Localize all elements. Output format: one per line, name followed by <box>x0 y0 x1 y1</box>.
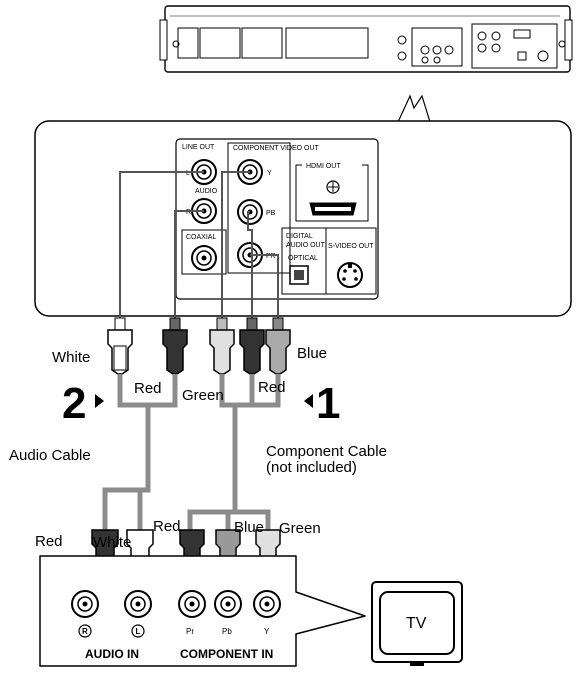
coaxial-label: COAXIAL <box>186 234 216 241</box>
dvd-player-rear <box>159 5 573 73</box>
not-included-label: (not included) <box>266 459 357 476</box>
plug-white-audio <box>107 317 133 375</box>
step-1-number: 1 <box>316 379 340 428</box>
green-video-tv-label: Green <box>279 520 321 537</box>
red-audio-cable-label: Red <box>134 380 162 397</box>
jack-y-label: Y <box>267 170 272 177</box>
tv-jack-y-label: Y <box>264 627 270 636</box>
panel-wires <box>119 171 279 320</box>
audio-label: AUDIO <box>195 188 218 195</box>
tv-audio-in-r-jack <box>71 590 99 618</box>
tv-audio-in-l-jack <box>124 590 152 618</box>
audio-out-label: AUDIO OUT <box>286 242 326 249</box>
jack-pr-label: PR <box>266 253 276 260</box>
tv-set <box>371 581 463 666</box>
red-audio-tv-label: Red <box>35 533 63 550</box>
hdmi-out-label: HDMI OUT <box>306 163 341 170</box>
step-2-number: 2 <box>62 379 86 428</box>
tv-label: TV <box>406 615 427 632</box>
component-cable-label: Component Cable <box>266 443 387 460</box>
tv-component-in-y-jack <box>253 590 281 618</box>
blue-video-tv-label: Blue <box>234 519 264 536</box>
digital-label: DIGITAL <box>286 233 313 240</box>
s-video-port <box>337 262 363 288</box>
jack-r-label: R <box>186 209 191 216</box>
component-video-out-label: COMPONENT VIDEO OUT <box>233 145 320 152</box>
component-in-label: COMPONENT IN <box>180 647 273 661</box>
hdmi-screw-icon <box>326 180 340 194</box>
red-video-cable-label: Red <box>258 379 286 396</box>
tv-component-in-pr-jack <box>178 590 206 618</box>
s-video-out-label: S-VIDEO OUT <box>328 243 374 250</box>
plug-green-video <box>209 317 235 375</box>
plug-red-audio <box>162 317 188 375</box>
step-2-arrow-icon <box>95 394 104 408</box>
component-cable <box>187 374 281 530</box>
line-out-label: LINE OUT <box>182 144 215 151</box>
callout-pointer <box>397 94 431 123</box>
plug-blue-video <box>265 317 291 375</box>
tv-component-in-pb-jack <box>214 590 242 618</box>
jack-pb-label: PB <box>266 210 276 217</box>
optical-port <box>289 265 309 285</box>
optical-label: OPTICAL <box>288 255 318 262</box>
plug-red-video <box>239 317 265 375</box>
tv-jack-r-label: R <box>82 627 88 636</box>
audio-in-label: AUDIO IN <box>85 647 139 661</box>
white-audio-tv-label: White <box>93 534 131 551</box>
audio-cable-label: Audio Cable <box>9 447 91 464</box>
tv-jack-l-label: L <box>136 627 141 636</box>
audio-cable <box>102 374 178 530</box>
green-cable-label: Green <box>182 387 224 404</box>
blue-cable-label: Blue <box>297 345 327 362</box>
tv-jack-pb-label: Pb <box>222 627 232 636</box>
tv-jack-pr-label: Pr <box>186 627 194 636</box>
step-1-arrow-icon <box>304 394 313 408</box>
white-cable-label: White <box>52 349 90 366</box>
red-video-tv-label: Red <box>153 518 181 535</box>
jack-l-label: L <box>186 170 190 177</box>
coaxial-jack <box>191 245 217 271</box>
